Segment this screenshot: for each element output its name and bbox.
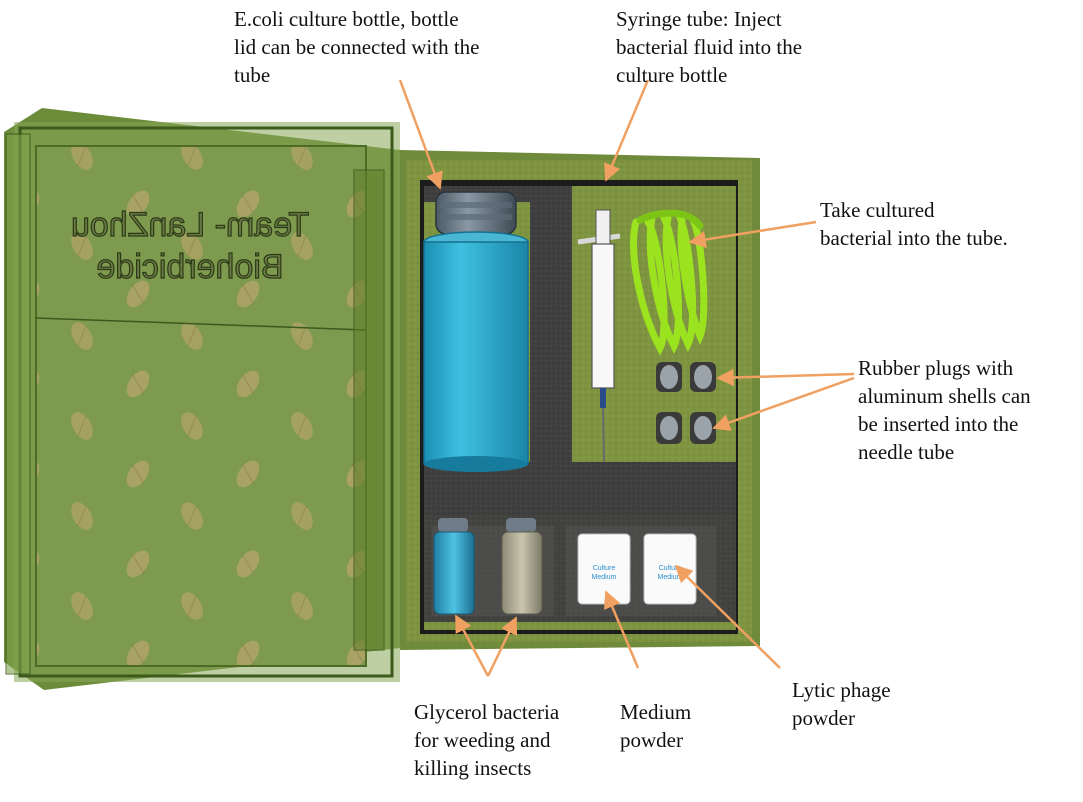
callout-plugs-line1: Rubber plugs with bbox=[858, 354, 1031, 382]
lid-title-line2: Bioherbicide bbox=[96, 248, 283, 286]
callout-syringe: Syringe tube: Inject bacterial fluid int… bbox=[616, 5, 802, 89]
callout-medium-line2: powder bbox=[620, 726, 691, 754]
callout-glycerol-line3: killing insects bbox=[414, 754, 559, 782]
packet-2-label-line2: Medium bbox=[658, 574, 683, 581]
callout-plugs-line3: be inserted into the bbox=[858, 410, 1031, 438]
callout-rubber-plugs: Rubber plugs with aluminum shells can be… bbox=[858, 354, 1031, 466]
callout-phage-line1: Lytic phage bbox=[792, 676, 891, 704]
callout-ecoli-bottle: E.coli culture bottle, bottle lid can be… bbox=[234, 5, 480, 89]
box-lid bbox=[4, 108, 400, 690]
callout-ecoli-line1: E.coli culture bottle, bottle bbox=[234, 5, 480, 33]
glycerol-vial-sand bbox=[502, 518, 542, 614]
callout-syringe-line3: culture bottle bbox=[616, 61, 802, 89]
callout-medium-line1: Medium bbox=[620, 698, 691, 726]
callout-plugs-line4: needle tube bbox=[858, 438, 1031, 466]
glycerol-vial-blue bbox=[434, 518, 474, 614]
callout-glycerol-line1: Glycerol bacteria bbox=[414, 698, 559, 726]
callout-syringe-line2: bacterial fluid into the bbox=[616, 33, 802, 61]
callout-phage-line2: powder bbox=[792, 704, 891, 732]
callout-ecoli-line3: tube bbox=[234, 61, 480, 89]
packet-1-label-line1: Culture bbox=[593, 565, 616, 572]
callout-syringe-line1: Syringe tube: Inject bbox=[616, 5, 802, 33]
callout-medium-powder: Medium powder bbox=[620, 698, 691, 754]
callout-phage-powder: Lytic phage powder bbox=[792, 676, 891, 732]
callout-plugs-line2: aluminum shells can bbox=[858, 382, 1031, 410]
callout-tube: Take cultured bacterial into the tube. bbox=[820, 196, 1008, 252]
packet-1-label-line2: Medium bbox=[592, 574, 617, 581]
lid-title-line1: Team- LanZhou bbox=[71, 206, 309, 244]
callout-glycerol: Glycerol bacteria for weeding and killin… bbox=[414, 698, 559, 782]
callout-glycerol-line2: for weeding and bbox=[414, 726, 559, 754]
callout-tube-line1: Take cultured bbox=[820, 196, 1008, 224]
callout-tube-line2: bacterial into the tube. bbox=[820, 224, 1008, 252]
callout-ecoli-line2: lid can be connected with the bbox=[234, 33, 480, 61]
